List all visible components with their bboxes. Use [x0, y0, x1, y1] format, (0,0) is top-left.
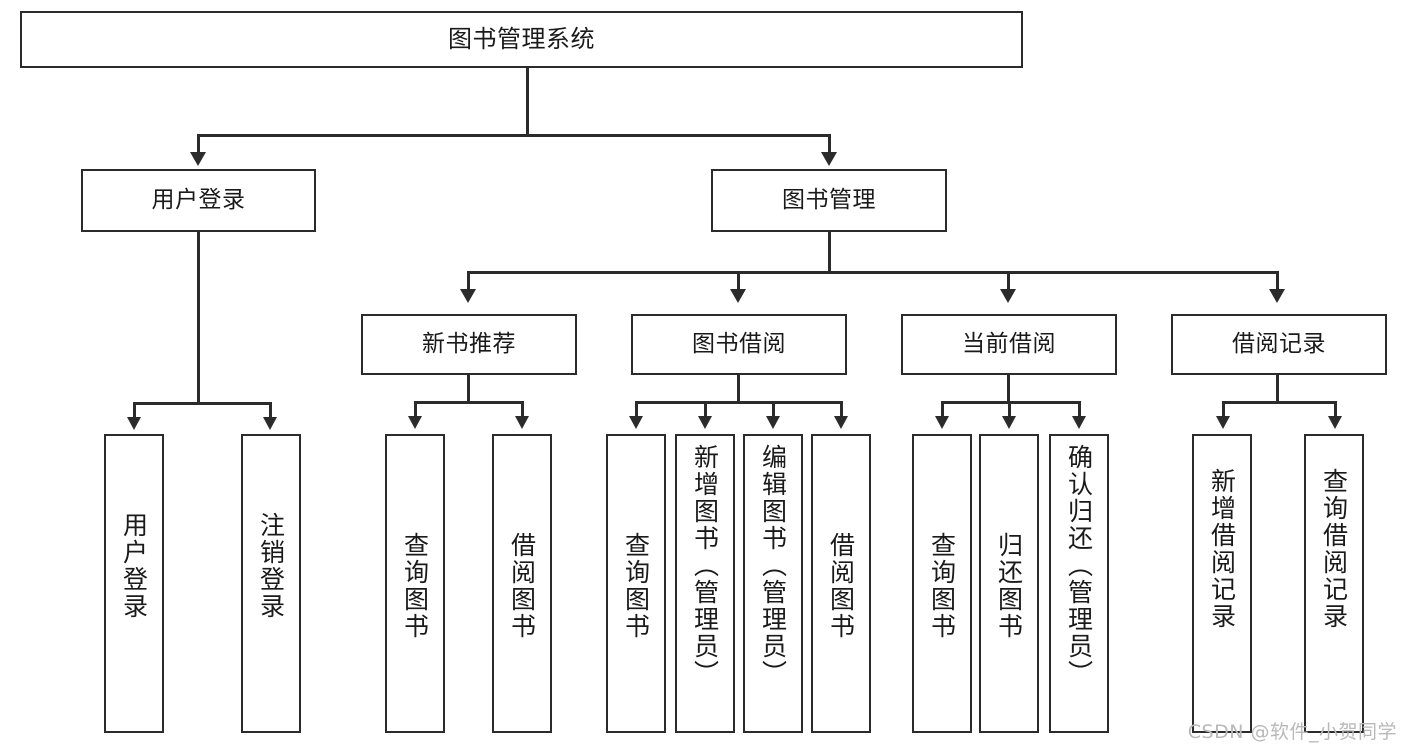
arrow-to-current-borrow — [1000, 289, 1016, 303]
node-book-manage-label: 图书管理 — [782, 187, 876, 214]
connector-cb-bus — [941, 401, 1081, 404]
node-leaf-4[interactable]: 借阅图书 — [492, 434, 552, 733]
connector-br-to-leaf-13 — [1334, 401, 1337, 417]
node-leaf-10-label: 归还图书 — [994, 532, 1024, 640]
node-leaf-2[interactable]: 注销登录 — [241, 434, 301, 733]
connector-book-manage-bus — [467, 271, 1278, 274]
node-leaf-5[interactable]: 查询图书 — [606, 434, 666, 733]
node-user-login[interactable]: 用户登录 — [81, 169, 316, 232]
connector-nbr-to-leaf-4 — [521, 401, 524, 417]
connector-nbr-bus — [414, 401, 524, 404]
node-leaf-3[interactable]: 查询图书 — [385, 434, 445, 733]
arrow-to-leaf-5 — [629, 416, 643, 429]
arrow-to-leaf-9 — [935, 416, 949, 429]
node-new-book-rec[interactable]: 新书推荐 — [361, 314, 577, 375]
node-leaf-6-label: 新增图书（管理员） — [690, 444, 720, 687]
connector-user-login-to-leaf-2 — [269, 402, 272, 418]
connector-user-login-bus — [133, 402, 271, 405]
connector-nbr-stem — [467, 375, 470, 403]
connector-root-stem — [526, 68, 529, 135]
node-leaf-11[interactable]: 确认归还（管理员） — [1049, 434, 1109, 733]
node-leaf-2-label: 注销登录 — [256, 512, 286, 620]
arrow-to-leaf-13 — [1328, 416, 1342, 429]
connector-bb-to-leaf-8 — [840, 401, 843, 417]
arrow-root-to-user-login — [190, 152, 206, 166]
arrow-to-leaf-11 — [1072, 416, 1086, 429]
arrow-to-leaf-6 — [698, 416, 712, 429]
arrow-to-leaf-7 — [766, 416, 780, 429]
arrow-to-leaf-12 — [1216, 416, 1230, 429]
connector-root-to-user-login — [197, 134, 200, 154]
connector-root-to-book-manage — [828, 134, 831, 154]
node-leaf-8-label: 借阅图书 — [826, 532, 856, 640]
node-leaf-13-label: 查询借阅记录 — [1319, 468, 1349, 630]
connector-bb-to-leaf-6 — [704, 401, 707, 417]
node-current-borrow-label: 当前借阅 — [962, 331, 1056, 358]
connector-bm-to-borrow-record — [1276, 271, 1279, 291]
node-root-label: 图书管理系统 — [448, 24, 595, 53]
node-leaf-10[interactable]: 归还图书 — [979, 434, 1039, 733]
connector-bm-to-current-borrow — [1007, 271, 1010, 291]
connector-bb-to-leaf-7 — [772, 401, 775, 417]
node-new-book-rec-label: 新书推荐 — [422, 331, 516, 358]
node-leaf-12[interactable]: 新增借阅记录 — [1192, 434, 1252, 733]
node-leaf-3-label: 查询图书 — [400, 532, 430, 640]
arrow-to-leaf-10 — [1002, 416, 1016, 429]
connector-bb-to-leaf-5 — [635, 401, 638, 417]
csdn-watermark: CSDN @软件_小贺同学 — [1187, 721, 1397, 743]
connector-user-login-stem — [197, 232, 200, 404]
connector-br-stem — [1276, 375, 1279, 403]
arrow-to-borrow-record — [1269, 289, 1285, 303]
node-leaf-11-label: 确认归还（管理员） — [1064, 444, 1094, 687]
node-leaf-9-label: 查询图书 — [927, 532, 957, 640]
node-current-borrow[interactable]: 当前借阅 — [901, 314, 1117, 375]
node-leaf-7-label: 编辑图书（管理员） — [758, 444, 788, 687]
arrow-to-leaf-8 — [834, 416, 848, 429]
node-borrow-record-label: 借阅记录 — [1232, 331, 1326, 358]
node-leaf-12-label: 新增借阅记录 — [1207, 468, 1237, 630]
connector-cb-stem — [1007, 375, 1010, 403]
connector-cb-to-leaf-11 — [1078, 401, 1081, 417]
node-leaf-9[interactable]: 查询图书 — [912, 434, 972, 733]
arrow-to-book-borrow — [730, 289, 746, 303]
arrow-to-leaf-1 — [127, 417, 141, 430]
connector-bm-to-new-book-rec — [467, 271, 470, 291]
node-borrow-record[interactable]: 借阅记录 — [1171, 314, 1387, 375]
connector-br-bus — [1222, 401, 1336, 404]
node-leaf-6[interactable]: 新增图书（管理员） — [675, 434, 735, 733]
connector-root-bus — [197, 134, 830, 137]
connector-bb-bus — [635, 401, 842, 404]
node-leaf-1-label: 用户登录 — [119, 512, 149, 620]
node-leaf-5-label: 查询图书 — [621, 532, 651, 640]
connector-bb-stem — [737, 375, 740, 403]
node-leaf-8[interactable]: 借阅图书 — [811, 434, 871, 733]
connector-br-to-leaf-12 — [1222, 401, 1225, 417]
connector-cb-to-leaf-10 — [1008, 401, 1011, 417]
node-leaf-1[interactable]: 用户登录 — [104, 434, 164, 733]
arrow-to-leaf-3 — [408, 416, 422, 429]
connector-cb-to-leaf-9 — [941, 401, 944, 417]
node-leaf-7[interactable]: 编辑图书（管理员） — [743, 434, 803, 733]
arrow-root-to-book-manage — [821, 152, 837, 166]
connector-user-login-to-leaf-1 — [133, 402, 136, 418]
connector-bm-to-book-borrow — [737, 271, 740, 291]
arrow-to-new-book-rec — [460, 289, 476, 303]
arrow-to-leaf-4 — [515, 416, 529, 429]
node-book-borrow[interactable]: 图书借阅 — [631, 314, 847, 375]
node-root[interactable]: 图书管理系统 — [20, 11, 1023, 68]
node-leaf-13[interactable]: 查询借阅记录 — [1304, 434, 1364, 733]
node-leaf-4-label: 借阅图书 — [507, 532, 537, 640]
node-user-login-label: 用户登录 — [151, 187, 246, 214]
node-book-manage[interactable]: 图书管理 — [711, 169, 947, 232]
arrow-to-leaf-2 — [263, 417, 277, 430]
connector-nbr-to-leaf-3 — [414, 401, 417, 417]
connector-book-manage-stem — [828, 232, 831, 273]
node-book-borrow-label: 图书借阅 — [692, 331, 786, 358]
